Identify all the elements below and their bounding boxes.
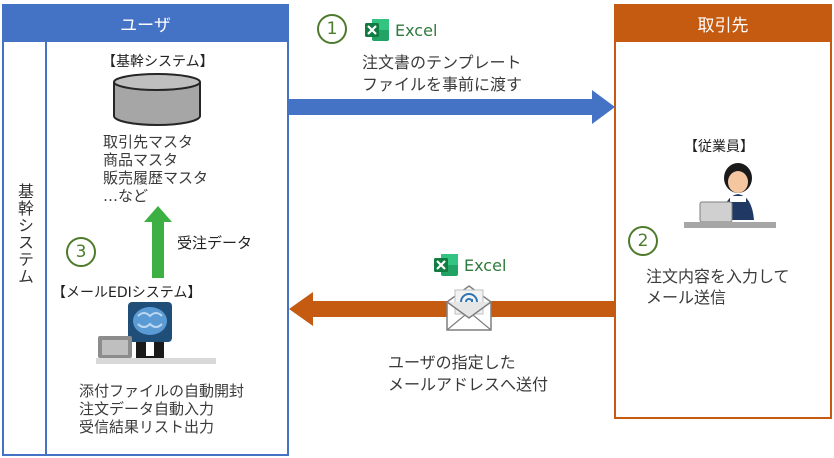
master-item-1: 商品マスタ: [103, 151, 179, 169]
received-data-label: 受注データ: [177, 234, 253, 252]
step2-line-1: メール送信: [646, 288, 727, 307]
mail-text: ユーザの指定した メールアドレスへ送付: [388, 352, 548, 396]
edi-function-1: 注文データ自動入力: [79, 400, 215, 418]
mail-line-1: メールアドレスへ送付: [388, 375, 549, 394]
user-header: ユーザ: [2, 4, 289, 42]
step2-badge: 2: [628, 226, 658, 256]
partner-header: 取引先: [614, 4, 832, 42]
received-data-arrow: [144, 206, 172, 278]
step1-excel: Excel: [364, 17, 437, 43]
step1-line-0: 注文書のテンプレート: [362, 53, 522, 72]
excel-icon: [365, 19, 389, 41]
database-icon: [113, 73, 201, 126]
step2-text: 注文内容を入力して メール送信: [646, 266, 790, 308]
template-delivery-arrow: [289, 90, 615, 124]
step1-badge: 1: [317, 14, 347, 44]
edi-function-0: 添付ファイルの自動開封: [79, 382, 245, 400]
master-item-2: 販売履歴マスタ: [103, 169, 209, 187]
envelope-icon: [446, 285, 492, 331]
side-column: [3, 42, 47, 455]
master-list: 取引先マスタ 商品マスタ 販売履歴マスタ …など: [103, 133, 208, 205]
mail-line-0: ユーザの指定した: [388, 353, 516, 372]
edi-system-title: 【メールEDIシステム】: [52, 285, 202, 301]
mail-excel: Excel: [433, 252, 506, 278]
step1-line-1: ファイルを事前に渡す: [362, 75, 523, 94]
employee-title: 【従業員】: [684, 139, 754, 155]
core-system-title: 【基幹システム】: [102, 54, 214, 70]
employee-icon: [684, 163, 776, 228]
edi-function-2: 受信結果リスト出力: [79, 418, 215, 436]
step2-line-0: 注文内容を入力して: [646, 267, 790, 286]
master-item-0: 取引先マスタ: [103, 133, 194, 151]
step1-excel-label: Excel: [395, 20, 438, 40]
master-item-3: …など: [103, 187, 149, 205]
side-label: 基幹システム: [15, 183, 34, 285]
excel-icon: [434, 254, 458, 276]
mail-excel-label: Excel: [464, 255, 507, 275]
step1-text: 注文書のテンプレート ファイルを事前に渡す: [362, 52, 522, 96]
edi-function-list: 添付ファイルの自動開封 注文データ自動入力 受信結果リスト出力: [79, 382, 244, 436]
step3-badge: 3: [66, 237, 96, 267]
ai-computer-icon: [96, 302, 216, 364]
